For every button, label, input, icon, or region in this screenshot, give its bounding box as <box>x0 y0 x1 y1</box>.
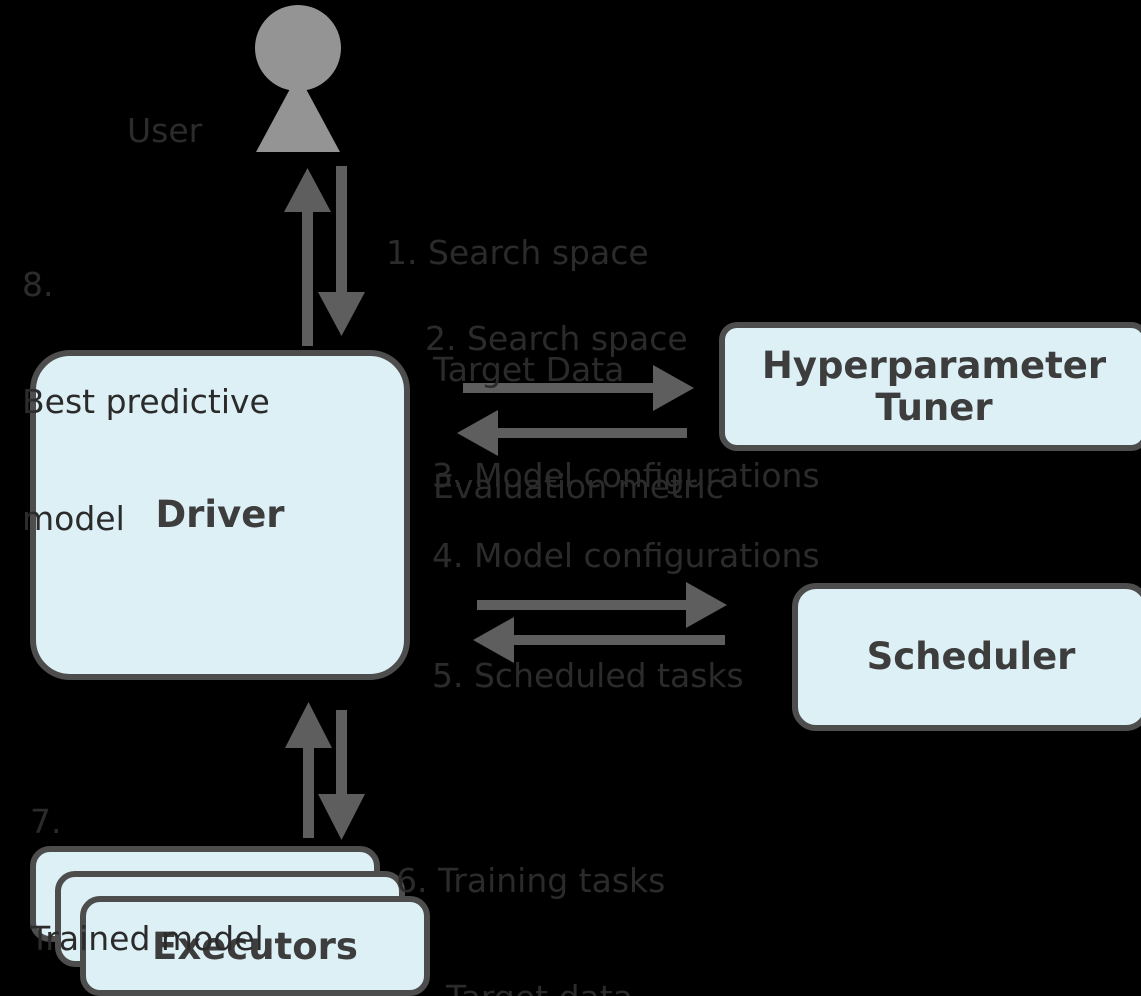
label-step-8-line2: Best predictive <box>22 381 270 421</box>
label-step-1-line2: Target Data <box>433 349 625 389</box>
arrow-executors-to-driver <box>285 702 332 838</box>
node-driver-label: Driver <box>155 493 285 537</box>
label-step-4: 4. Model configurations <box>432 536 820 575</box>
node-executors-label: Executors <box>152 924 358 968</box>
node-tuner-label: Hyperparameter Tuner <box>762 345 1106 428</box>
arrow-user-to-driver <box>318 166 365 336</box>
label-step-3: 3. Model configurations <box>432 456 820 495</box>
node-tuner-label-line1: Hyperparameter <box>761 344 1107 388</box>
label-step-7-line2: Trained model <box>30 918 264 958</box>
arrow-driver-to-executors <box>318 710 365 840</box>
label-step-1-line3: Evaluation metric <box>433 466 724 506</box>
node-scheduler[interactable]: Scheduler <box>792 583 1141 731</box>
user-actor-icon <box>255 5 341 152</box>
label-step-7-line1: 7. <box>30 801 62 841</box>
label-step-6-line2: Target data <box>396 978 665 996</box>
node-driver[interactable]: Driver <box>30 350 410 680</box>
label-user: User <box>127 111 203 150</box>
label-step-2: 2. Search space <box>425 319 688 358</box>
label-step-5: 5. Scheduled tasks <box>432 656 744 695</box>
node-tuner-label-line2: Tuner <box>875 385 993 429</box>
node-scheduler-label: Scheduler <box>866 635 1076 679</box>
label-step-8-line1: 8. <box>22 264 54 304</box>
label-step-8: 8. Best predictive model <box>22 188 270 616</box>
node-executors-card-front[interactable]: Executors <box>80 896 430 996</box>
arrow-driver-to-scheduler <box>477 582 727 628</box>
label-step-8-line3: model <box>22 498 125 538</box>
label-step-7: 7. Trained model <box>30 725 264 996</box>
label-step-6-line1: 6. Training tasks <box>396 860 666 900</box>
label-step-1-line1: 1. Search space <box>386 232 649 272</box>
label-step-1: 1. Search space Target Data Evaluation m… <box>386 156 724 584</box>
node-hyperparameter-tuner[interactable]: Hyperparameter Tuner <box>719 322 1141 451</box>
arrow-driver-to-user <box>284 168 331 346</box>
label-step-6: 6. Training tasks Target data <box>396 784 665 996</box>
